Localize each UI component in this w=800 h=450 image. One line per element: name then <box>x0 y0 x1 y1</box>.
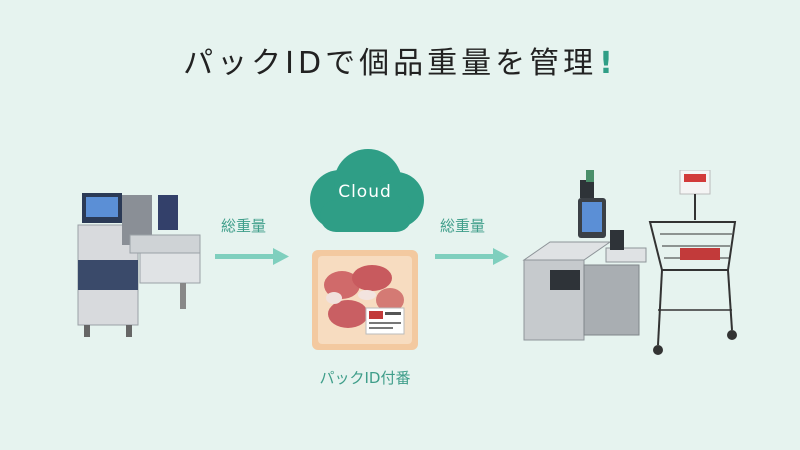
title-text: パックIDで個品重量を管理 <box>183 46 598 81</box>
shopping-cart-illustration <box>648 170 737 355</box>
meat-pack-illustration <box>312 250 418 350</box>
right-arrow-label: 総重量 <box>440 217 486 235</box>
title-emphasis: ! <box>599 46 617 81</box>
left-arrow-label: 総重量 <box>221 217 267 235</box>
weighing-labeling-machine-illustration <box>77 193 201 337</box>
pack-id-label: パックID付番 <box>319 369 411 387</box>
left-flow-arrow-icon <box>215 248 289 265</box>
page-title: パックIDで個品重量を管理! <box>0 38 800 82</box>
self-checkout-register-illustration <box>522 170 647 341</box>
cloud-label: Cloud <box>338 182 392 202</box>
cloud-icon <box>310 149 424 232</box>
right-flow-arrow-icon <box>435 248 509 265</box>
